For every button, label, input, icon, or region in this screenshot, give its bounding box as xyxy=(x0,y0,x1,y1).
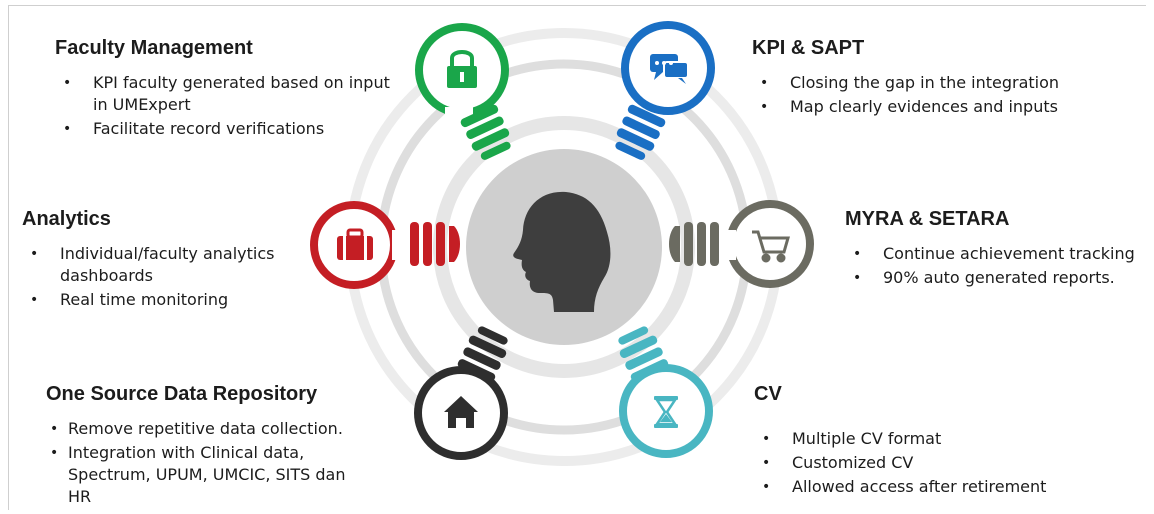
faculty-management-title: Faculty Management xyxy=(55,37,253,59)
list-item: Map clearly evidences and inputs xyxy=(752,96,1092,118)
home-icon xyxy=(444,396,478,428)
list-item: Integration with Clinical data, Spectrum… xyxy=(46,442,358,508)
hourglass-bulb xyxy=(618,326,713,458)
briefcase-icon xyxy=(337,228,373,260)
analytics-title: Analytics xyxy=(22,208,111,230)
hourglass-icon xyxy=(654,396,678,428)
chat-bulb-base xyxy=(615,104,666,160)
one-source-repository-title: One Source Data Repository xyxy=(46,383,318,405)
list-item: Remove repetitive data collection. xyxy=(46,418,386,440)
list-item: Individual/faculty analytics dashboards xyxy=(22,243,280,287)
faculty-management-list: KPI faculty generated based on input in … xyxy=(55,72,395,140)
list-item: Facilitate record verifications xyxy=(55,118,395,140)
cart-bulb-base xyxy=(669,222,719,266)
cart-icon xyxy=(752,230,790,263)
list-item: Allowed access after retirement xyxy=(754,476,1114,498)
head-silhouette-icon xyxy=(513,191,611,312)
list-item: Continue achievement tracking xyxy=(845,243,1145,265)
myra-setara-block: MYRA & SETARA Continue achievement track… xyxy=(845,208,1145,291)
briefcase-bulb xyxy=(310,201,460,289)
analytics-list: Individual/faculty analytics dashboards … xyxy=(22,243,302,311)
home-bulb xyxy=(414,326,508,460)
lock-bulb xyxy=(415,23,511,160)
list-item: Closing the gap in the integration xyxy=(752,72,1092,94)
kpi-sapt-title: KPI & SAPT xyxy=(752,37,865,59)
list-item: KPI faculty generated based on input in … xyxy=(55,72,393,116)
lock-icon xyxy=(447,50,477,88)
kpi-sapt-block: KPI & SAPT Closing the gap in the integr… xyxy=(752,37,1092,120)
lock-bulb-base xyxy=(460,104,511,160)
list-item: Multiple CV format xyxy=(754,428,1114,450)
one-source-repository-block: One Source Data Repository Remove repeti… xyxy=(46,383,386,510)
analytics-block: Analytics Individual/faculty analytics d… xyxy=(22,208,302,313)
myra-setara-list: Continue achievement tracking 90% auto g… xyxy=(845,243,1145,289)
cv-title: CV xyxy=(754,383,782,405)
cv-block: CV Multiple CV format Customized CV Allo… xyxy=(754,383,1114,500)
hourglass-bulb-base xyxy=(618,326,669,382)
frame-border-top xyxy=(8,5,1146,6)
one-source-repository-list: Remove repetitive data collection. Integ… xyxy=(46,418,386,508)
chat-bulb xyxy=(615,21,715,160)
home-bulb-base xyxy=(457,326,508,382)
list-item: 90% auto generated reports. xyxy=(845,267,1145,289)
cart-bulb xyxy=(669,200,814,288)
frame-border-left xyxy=(8,5,9,510)
list-item: Customized CV xyxy=(754,452,1114,474)
kpi-sapt-list: Closing the gap in the integration Map c… xyxy=(752,72,1092,118)
myra-setara-title: MYRA & SETARA xyxy=(845,208,1010,230)
briefcase-bulb-base xyxy=(410,222,460,266)
chat-icon xyxy=(650,54,689,84)
list-item: Real time monitoring xyxy=(22,289,302,311)
faculty-management-block: Faculty Management KPI faculty generated… xyxy=(55,37,395,142)
cv-list: Multiple CV format Customized CV Allowed… xyxy=(754,428,1114,498)
